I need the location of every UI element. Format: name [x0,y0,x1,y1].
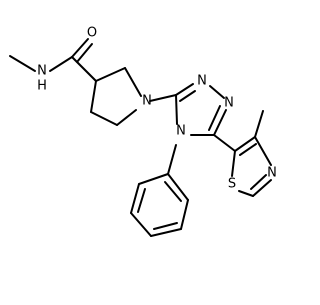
bond-amide-n-carbonyl-c [49,56,73,72]
bond-pyrrolidine-2 [124,67,142,97]
bond-phenyl-3 [150,228,182,237]
bond-phenyl-4 [180,199,189,230]
bond-thiazole-s-c5 [231,150,236,177]
atom-o-carbonyl: O [87,26,97,41]
bond-thiazole-c4-methyl [254,110,264,138]
bond-pyrrolidine-4 [90,111,118,126]
bond-phenyl-1-inner [137,188,146,213]
bond-thiazole-c5-c4-1 [234,136,256,152]
bond-phenyl-1 [130,183,140,214]
bond-phenyl-5 [167,173,189,201]
bond-carbonyl-c-o-1 [71,38,89,58]
bond-n4-ch2 [167,144,177,175]
atom-h-amide: H [37,79,47,94]
atom-n-triazole-1: N [224,96,234,111]
bond-phenyl-3-inner [153,222,178,230]
bond-thiazole-n-c2-1 [252,179,272,197]
molecule-drawing: O N H N N N N S N [9,26,277,237]
bond-triazole-n2-n1 [209,85,225,99]
atom-n-triazole-2: N [197,74,207,89]
bond-carbonyl-c-o-2 [76,43,93,63]
atom-s-thiazole: S [228,177,236,192]
bond-pyrrolidine-n-triazole [149,94,177,102]
bond-thiazole-c2-s [238,190,254,197]
bond-triazole-n1-c5-2 [208,105,221,131]
bond-thiazole-n-c2-2 [250,174,267,190]
bond-ch2-phenyl [138,173,169,185]
bond-pyrrolidine-1 [95,67,126,82]
bond-triazole-c3-n2-2 [179,90,196,102]
bond-pyrrolidine-3 [116,109,137,126]
bond-triazole-n1-c5-1 [213,109,227,136]
bond-carbonyl-c-ring [71,56,97,82]
bond-thiazole-c5-c4-2 [239,143,257,156]
atom-n-pyrrolidine: N [142,94,152,109]
bond-pyrrolidine-5 [90,80,97,113]
bond-triazole-c3-n2-1 [175,83,194,96]
bond-thiazole-c4-n [254,136,272,166]
bond-phenyl-5-inner [164,181,182,202]
chemical-structure-canvas: O N H N N N N S N [9,26,277,237]
bond-phenyl-2 [130,212,152,237]
bond-triazole-n4-c3 [175,94,178,125]
bond-methyl-amide-n [9,55,36,72]
atom-n-amide: N [37,64,47,79]
bond-triazole-thiazole [213,134,236,152]
atom-n-thiazole: N [267,166,277,181]
atom-n-triazole-4: N [176,124,186,139]
